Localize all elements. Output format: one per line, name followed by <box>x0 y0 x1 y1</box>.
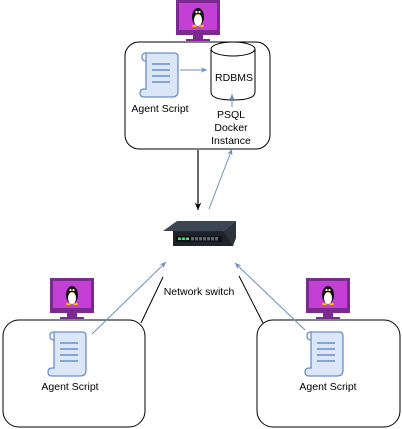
server-script-icon <box>139 52 179 98</box>
rdbms-database-icon <box>210 41 256 101</box>
switch-to-psql-link <box>208 148 233 210</box>
client-right-node: Agent Script <box>256 278 401 428</box>
server-agent-label: Agent Script <box>131 103 188 115</box>
client-left-linux-monitor-icon <box>50 278 94 319</box>
client-left-to-switch-link <box>140 276 164 324</box>
psql-label-line-1: PSQL <box>217 109 245 121</box>
client-left-script-icon <box>47 331 87 377</box>
network-switch-icon <box>163 221 236 246</box>
psql-label-line-2: Docker <box>214 122 248 134</box>
client-right-linux-monitor-icon <box>306 278 350 319</box>
network-switch: Network switch <box>163 221 236 298</box>
network-switch-label: Network switch <box>164 286 235 298</box>
psql-label-line-3: Instance <box>211 135 251 147</box>
client-right-to-switch-link <box>238 275 264 324</box>
server-node: Agent Script RDBMS PSQL Docker Instance <box>124 0 271 150</box>
client-left-node: Agent Script <box>2 278 146 428</box>
server-linux-monitor-icon <box>176 0 220 41</box>
client-left-agent-label: Agent Script <box>41 381 98 393</box>
client-right-script-icon <box>304 331 344 377</box>
client-left-script-to-switch-arrow <box>91 261 167 335</box>
client-right-agent-label: Agent Script <box>299 381 356 393</box>
rdbms-label: RDBMS <box>215 72 253 84</box>
client-right-script-to-switch-arrow <box>234 262 306 331</box>
